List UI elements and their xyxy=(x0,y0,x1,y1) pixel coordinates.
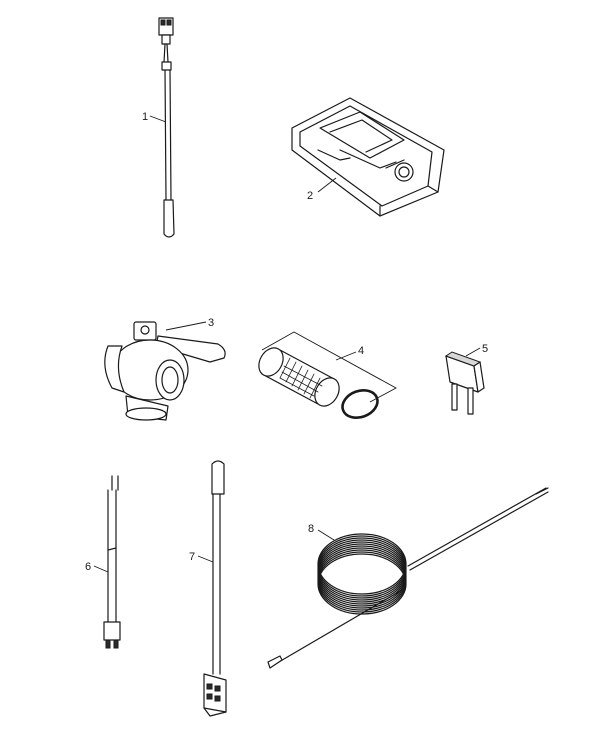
part-2-housing-cover: 2 xyxy=(291,97,445,217)
callout-3: 3 xyxy=(208,317,214,329)
part-5-jumper-bridge: 5 xyxy=(444,343,488,415)
part-8-coiled-capillary-sensor: 8 xyxy=(267,487,549,669)
callout-6: 6 xyxy=(85,561,91,573)
callout-8: 8 xyxy=(308,523,314,535)
part-1-sensor-with-connector: 1 xyxy=(142,17,175,238)
callout-4: 4 xyxy=(358,345,364,357)
part-7-probe-with-terminal: 7 xyxy=(189,460,227,717)
strainer-mesh xyxy=(279,357,323,399)
callout-7: 7 xyxy=(189,551,195,563)
part-6-cable-with-plug: 6 xyxy=(85,475,121,649)
callout-1: 1 xyxy=(142,111,148,123)
callout-2: 2 xyxy=(307,190,313,202)
part-4-strainer-with-o-ring: 4 xyxy=(258,331,397,419)
part-3-ball-valve: 3 xyxy=(104,317,226,421)
callout-5: 5 xyxy=(482,343,488,355)
capillary-coil xyxy=(317,533,407,615)
